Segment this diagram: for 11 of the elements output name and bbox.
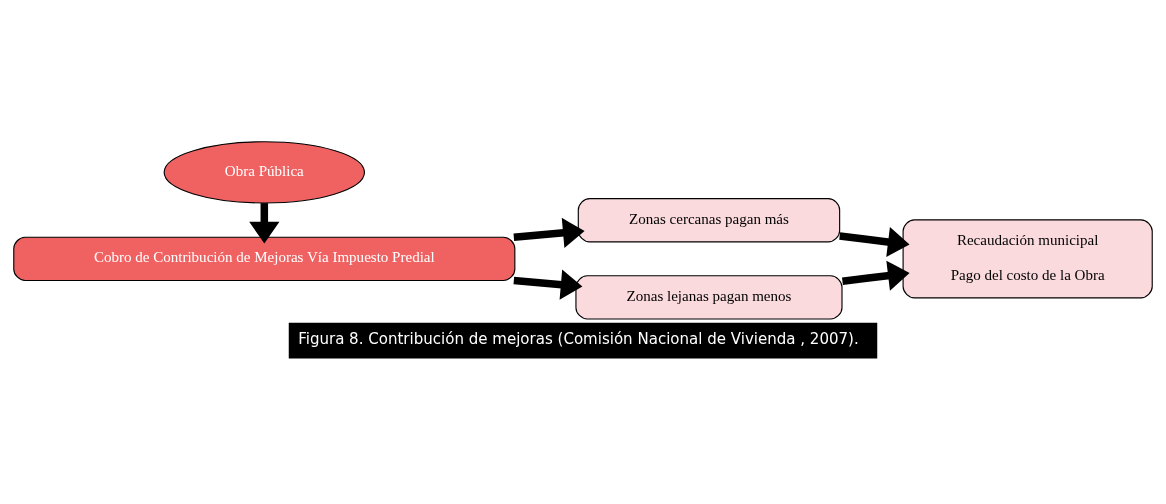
arrow (513, 217, 585, 248)
arrow (513, 269, 583, 300)
node-ellipse: Obra Pública (163, 141, 366, 204)
node-box: Zonas lejanas pagan menos (575, 275, 843, 320)
node-box: Cobro de Contribución de Mejoras Vía Impuesto Predial (13, 236, 516, 281)
arrow (842, 260, 910, 291)
node-box: Recaudación municipal Pago del costo de la Obra (902, 219, 1153, 299)
caption: Figura 8. Contribución de mejoras (Comisión Nacional de Vivienda , 2007). (298, 330, 859, 349)
node-box: Zonas cercanas pagan más (577, 198, 841, 243)
arrow (249, 203, 280, 244)
arrow (839, 226, 910, 257)
